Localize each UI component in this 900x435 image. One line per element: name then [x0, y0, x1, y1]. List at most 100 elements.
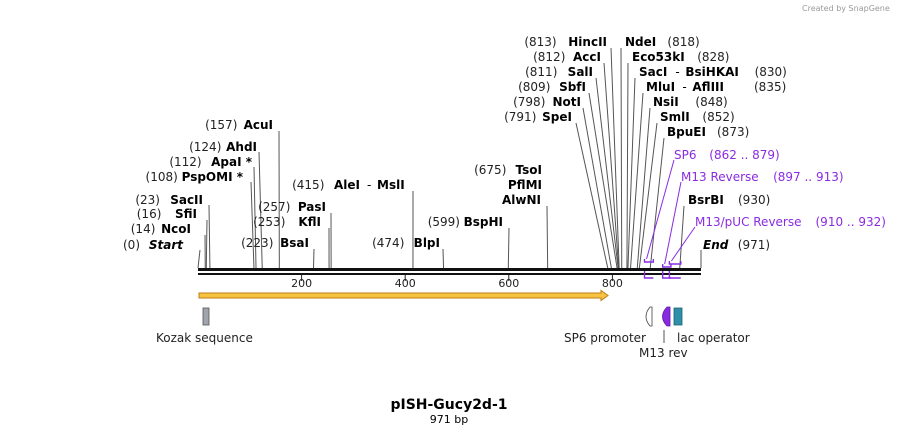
primer-1[interactable]: M13 Reverse(897 .. 913) [661, 170, 844, 279]
site-name: SbfI [559, 80, 586, 94]
m13-rev-feature[interactable] [662, 306, 671, 327]
site-name: HincII [568, 35, 607, 49]
site-position: (809) [518, 80, 550, 94]
site-position: (415) [292, 178, 324, 192]
site-label[interactable]: AccI(812) [533, 50, 601, 64]
site-label[interactable]: SpeI(791) [504, 110, 572, 124]
site-label[interactable]: KflI(253) [253, 215, 321, 229]
feature-label-lac-operator: lac operator [677, 331, 750, 345]
primer-leader [664, 181, 682, 265]
site-name: PasI [298, 200, 326, 214]
ruler-tick-label: 800 [602, 277, 623, 290]
site-label[interactable]: PasI(257) [258, 200, 326, 214]
site-position: (16) [137, 207, 162, 221]
site-line-27 [636, 107, 651, 269]
primer-binding [668, 271, 681, 279]
site-position: (811) [525, 65, 557, 79]
feature-label-m13-rev: M13 rev [639, 346, 688, 360]
site-label[interactable]: BsaI(223) [241, 236, 309, 250]
map-title: pISH-Gucy2d-1 [390, 397, 507, 413]
primer-bracket [661, 264, 672, 268]
site-line-13 [507, 227, 510, 269]
site-label[interactable]: HincII (813) [524, 35, 607, 49]
feature-label-sp6-promoter: SP6 promoter [564, 331, 646, 345]
feature-label-kozak: Kozak sequence [156, 331, 253, 345]
primer-name: M13/pUC Reverse [695, 215, 802, 229]
lac-operator-feature[interactable] [673, 307, 683, 326]
site-line-0 [197, 249, 201, 269]
site-label[interactable]: BspHI(599) [428, 215, 503, 229]
site-line-6 [258, 151, 263, 269]
site-label[interactable]: Eco53kI(828) [632, 50, 729, 64]
primer-binding [661, 271, 671, 279]
site-label[interactable]: BlpI(474) [372, 236, 440, 250]
watermark-text: Created by SnapGene [802, 4, 890, 13]
site-position: (108) [146, 170, 178, 184]
features-track: Kozak sequence SP6 promoter M13 rev lac … [156, 306, 750, 360]
site-line-24 [626, 62, 629, 269]
site-position: (852) [702, 110, 734, 124]
site-position: (835) [754, 80, 786, 94]
site-name: AhdI [226, 140, 257, 154]
orf-arrow[interactable] [198, 289, 609, 302]
site-position: (818) [667, 35, 699, 49]
site-position: (830) [755, 65, 787, 79]
site-name-secondary: AflIII [692, 80, 724, 94]
site-line-2 [205, 219, 208, 269]
site-position: (848) [695, 95, 727, 109]
primer-0[interactable]: SP6(862 .. 879) [643, 148, 780, 279]
site-line-12 [442, 248, 445, 269]
primer-bracket [643, 259, 655, 263]
site-line-5 [253, 166, 257, 269]
site-label[interactable]: SfiI(16) [137, 207, 197, 221]
site-label[interactable]: NotI(798) [513, 95, 581, 109]
site-label[interactable]: Start(0) [123, 238, 184, 252]
primer-bracket [668, 261, 682, 265]
site-label[interactable]: SalI(811) [525, 65, 593, 79]
site-name-secondary: MslI [377, 178, 405, 192]
site-name: NsiI [653, 95, 679, 109]
kozak-feature[interactable] [202, 307, 210, 326]
snapgene-watermark: Created by SnapGene [802, 4, 890, 13]
site-line-25 [627, 77, 636, 269]
site-label[interactable]: ApaI *(112) [169, 155, 252, 169]
orf-arrow-shape[interactable] [198, 289, 609, 302]
site-label[interactable]: PflMI [508, 178, 542, 192]
site-label[interactable]: BpuEI(873) [667, 125, 749, 139]
site-name: MluI [646, 80, 675, 94]
site-label[interactable]: PspOMI *(108) [146, 170, 244, 184]
primer-2[interactable]: M13/pUC Reverse(910 .. 932) [668, 215, 886, 279]
site-name: SacI [639, 65, 667, 79]
primer-name: M13 Reverse [681, 170, 759, 184]
site-line-17 [575, 122, 609, 269]
primer-name: SP6 [674, 148, 697, 162]
site-line-26 [630, 92, 644, 269]
ruler-tick-label: 200 [291, 277, 312, 290]
site-position: (930) [738, 193, 770, 207]
site-label[interactable]: End(971) [703, 238, 770, 252]
site-line-22 [610, 47, 620, 269]
site-label[interactable]: AcuI(157) [205, 118, 273, 132]
site-name: NcoI [161, 222, 191, 236]
site-label[interactable]: NsiI (848) [653, 95, 728, 109]
site-name: BspHI [464, 215, 503, 229]
site-label[interactable]: AleI-MslI(415) [292, 178, 405, 192]
site-label[interactable]: BsrBI(930) [688, 193, 770, 207]
site-label[interactable]: SmlI(852) [660, 110, 735, 124]
sp6-promoter-feature[interactable] [645, 306, 653, 327]
site-position: (813) [524, 35, 556, 49]
site-label[interactable]: SbfI (809) [518, 80, 586, 94]
site-label[interactable]: MluI-AflIII(835) [646, 80, 786, 94]
site-label[interactable]: SacII(23) [135, 193, 203, 207]
site-label[interactable]: NdeI(818) [625, 35, 700, 49]
backbone-top-strand [198, 268, 701, 271]
site-label[interactable]: AlwNI [502, 193, 541, 207]
site-label[interactable]: AhdI (124) [189, 140, 257, 154]
site-label[interactable]: TsoI(675) [474, 163, 542, 177]
site-label[interactable]: NcoI(14) [131, 222, 191, 236]
site-line-29 [649, 137, 665, 269]
site-name: SpeI [542, 110, 572, 124]
site-label[interactable]: SacI-BsiHKAI(830) [639, 65, 787, 79]
map-title-block: pISH-Gucy2d-1 971 bp [390, 397, 507, 426]
site-position: (124) [189, 140, 221, 154]
